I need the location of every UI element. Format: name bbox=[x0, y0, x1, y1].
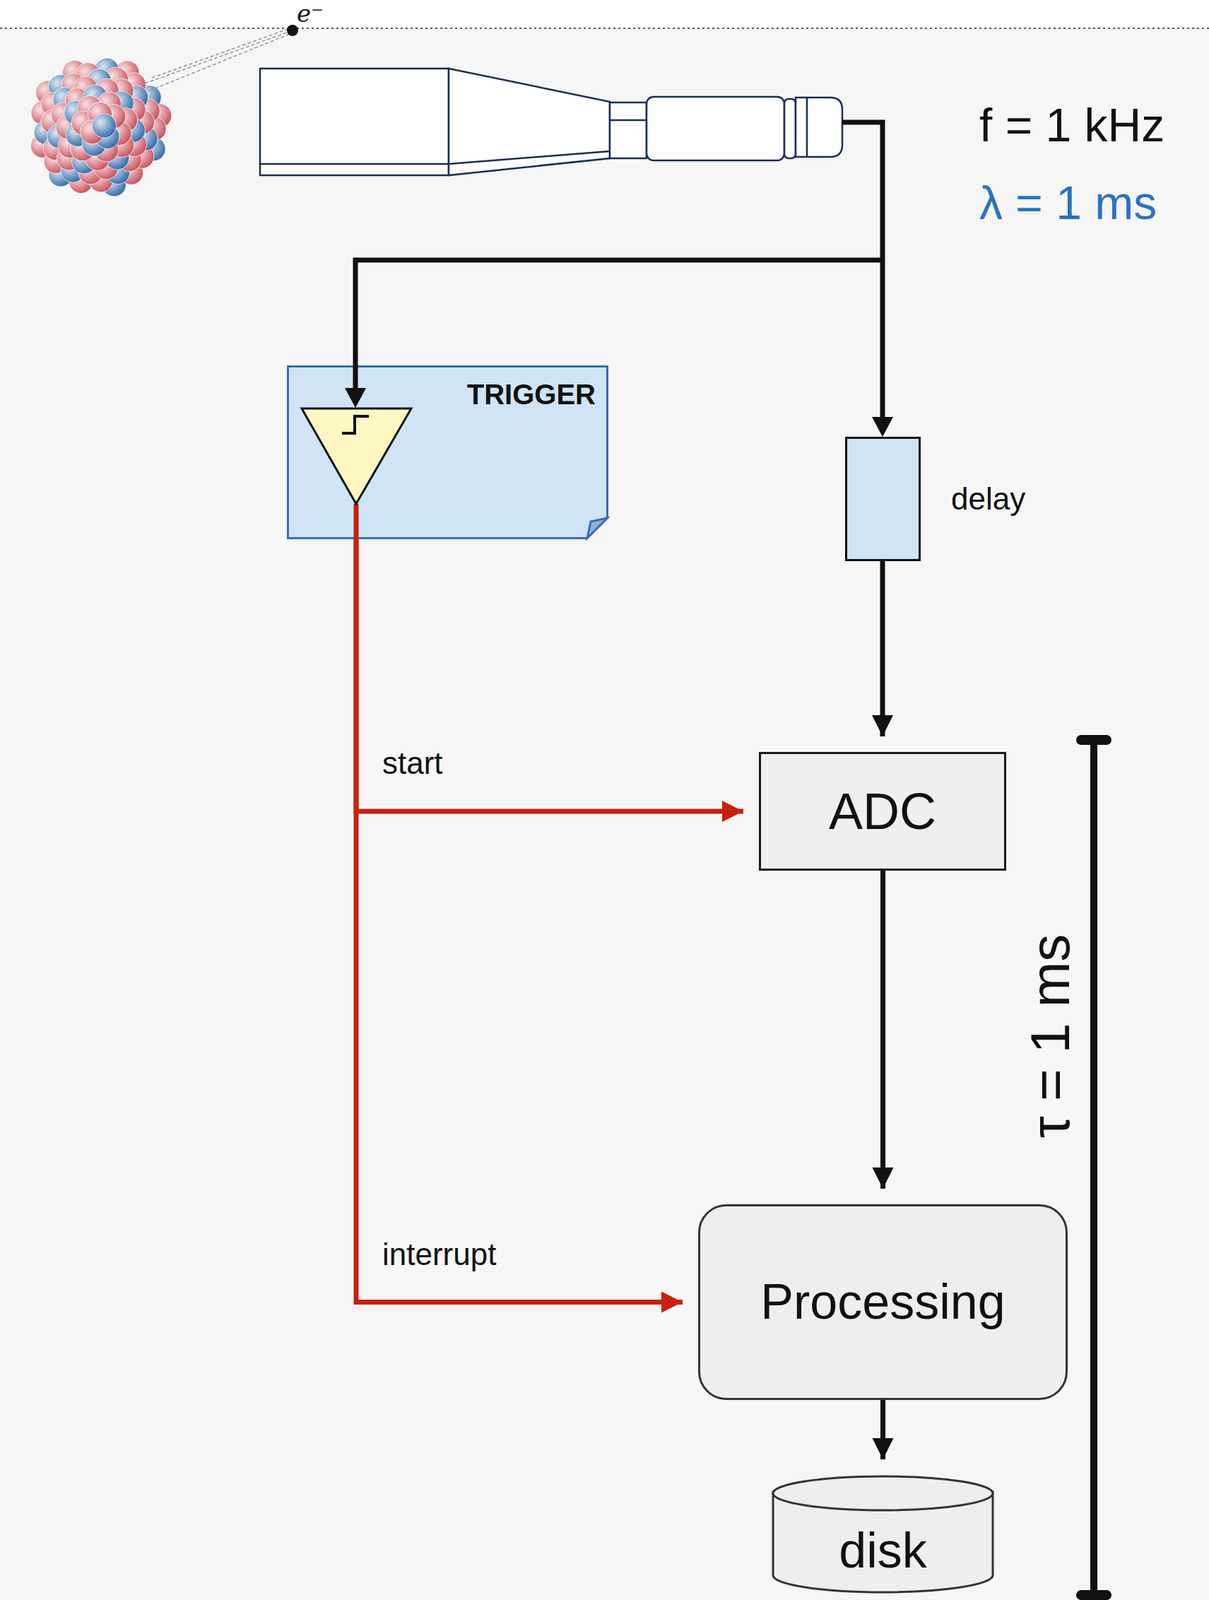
trigger-box: TRIGGER bbox=[286, 365, 609, 540]
comparator-symbol bbox=[301, 408, 412, 504]
top-band bbox=[0, 0, 1209, 29]
trigger-signal bbox=[356, 539, 683, 1303]
processing-box: Processing bbox=[698, 1204, 1068, 1400]
particle-label: e⁻ bbox=[296, 0, 324, 28]
note-box bbox=[288, 366, 608, 539]
arrowhead bbox=[344, 387, 367, 408]
time-bracket bbox=[1081, 739, 1107, 1600]
electron bbox=[286, 24, 299, 37]
nucleon bbox=[91, 113, 116, 138]
signal-wire bbox=[353, 365, 359, 391]
signal-label: interrupt bbox=[379, 1235, 499, 1274]
arrowhead bbox=[871, 416, 894, 437]
folded-corner bbox=[587, 517, 608, 539]
step-symbol bbox=[341, 416, 369, 434]
data-flow-arrow bbox=[880, 561, 886, 737]
node-text: TRIGGER bbox=[467, 378, 596, 411]
data-flow-arrow bbox=[880, 870, 886, 1189]
frequency-label: f = 1 kHz bbox=[979, 98, 1165, 153]
dead-time-label: τ = 1 ms bbox=[1018, 934, 1083, 1139]
node-text: delay bbox=[951, 481, 1026, 518]
trigger-signal bbox=[356, 539, 744, 812]
node-text: Processing bbox=[760, 1273, 1005, 1331]
detector bbox=[260, 68, 843, 176]
node-text: disk bbox=[838, 1522, 927, 1580]
disk-cylinder: disk bbox=[771, 1474, 995, 1594]
nucleus bbox=[30, 57, 171, 197]
data-flow-arrow bbox=[880, 1399, 886, 1460]
beam-line bbox=[0, 27, 1209, 29]
delay-box: delay bbox=[845, 436, 921, 562]
rate-label: λ = 1 ms bbox=[979, 176, 1157, 231]
trigger-wire bbox=[354, 503, 359, 540]
signal-label: start bbox=[379, 744, 446, 783]
adc-box: ADC bbox=[758, 751, 1007, 871]
node-text: ADC bbox=[828, 782, 937, 841]
